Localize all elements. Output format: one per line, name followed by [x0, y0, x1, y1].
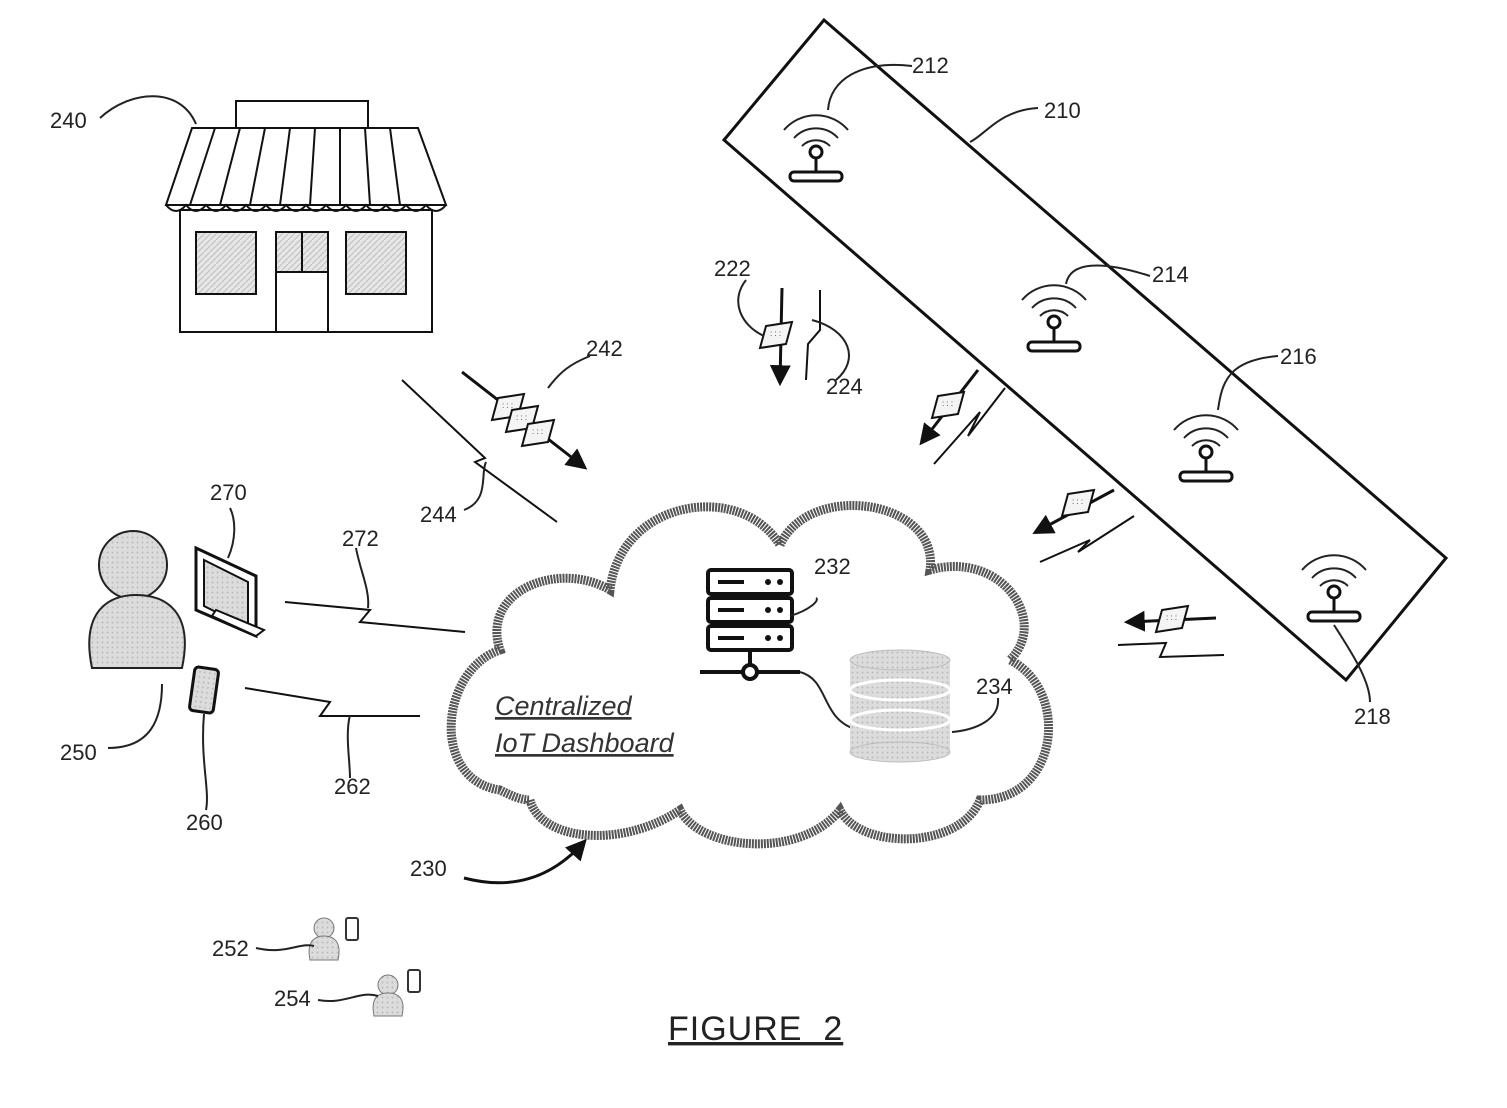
wifi-sensor-icon	[784, 115, 848, 181]
ref-272: 272	[342, 526, 379, 551]
database-icon	[850, 650, 950, 762]
ref-240: 240	[50, 108, 87, 133]
wifi-sensor-icon	[1022, 285, 1086, 351]
ref-212: 212	[912, 53, 949, 78]
dashboard-label-line1: Centralized	[495, 691, 633, 721]
phone-icon	[189, 667, 219, 714]
ref-216: 216	[1280, 344, 1317, 369]
ref-214: 214	[1152, 262, 1189, 287]
packet-icon	[932, 392, 964, 418]
figure-title: FIGURE 2	[668, 1010, 843, 1048]
ref-254: 254	[274, 986, 311, 1011]
ref-234: 234	[976, 674, 1013, 699]
ref-250: 250	[60, 740, 97, 765]
packet-icon	[760, 322, 792, 348]
monitor-icon	[196, 548, 264, 636]
ref-232: 232	[814, 554, 851, 579]
ref-218: 218	[1354, 704, 1391, 729]
ref-222: 222	[714, 256, 751, 281]
person-icon	[373, 970, 420, 1016]
ref-262: 262	[334, 774, 371, 799]
wifi-sensor-icon	[1302, 555, 1366, 621]
person-icon	[309, 918, 358, 960]
ref-252: 252	[212, 936, 249, 961]
dashboard-label-line2: IoT Dashboard	[495, 728, 675, 758]
store-icon	[166, 101, 446, 332]
ref-224: 224	[826, 374, 863, 399]
person-icon	[89, 531, 185, 668]
ref-230: 230	[410, 856, 447, 881]
ref-260: 260	[186, 810, 223, 835]
packet-icon	[1062, 490, 1094, 516]
ref-210: 210	[1044, 98, 1081, 123]
packet-icon	[1156, 606, 1188, 632]
ref-244: 244	[420, 502, 457, 527]
ref-242: 242	[586, 336, 623, 361]
ref-270: 270	[210, 480, 247, 505]
wifi-sensor-icon	[1174, 415, 1238, 481]
